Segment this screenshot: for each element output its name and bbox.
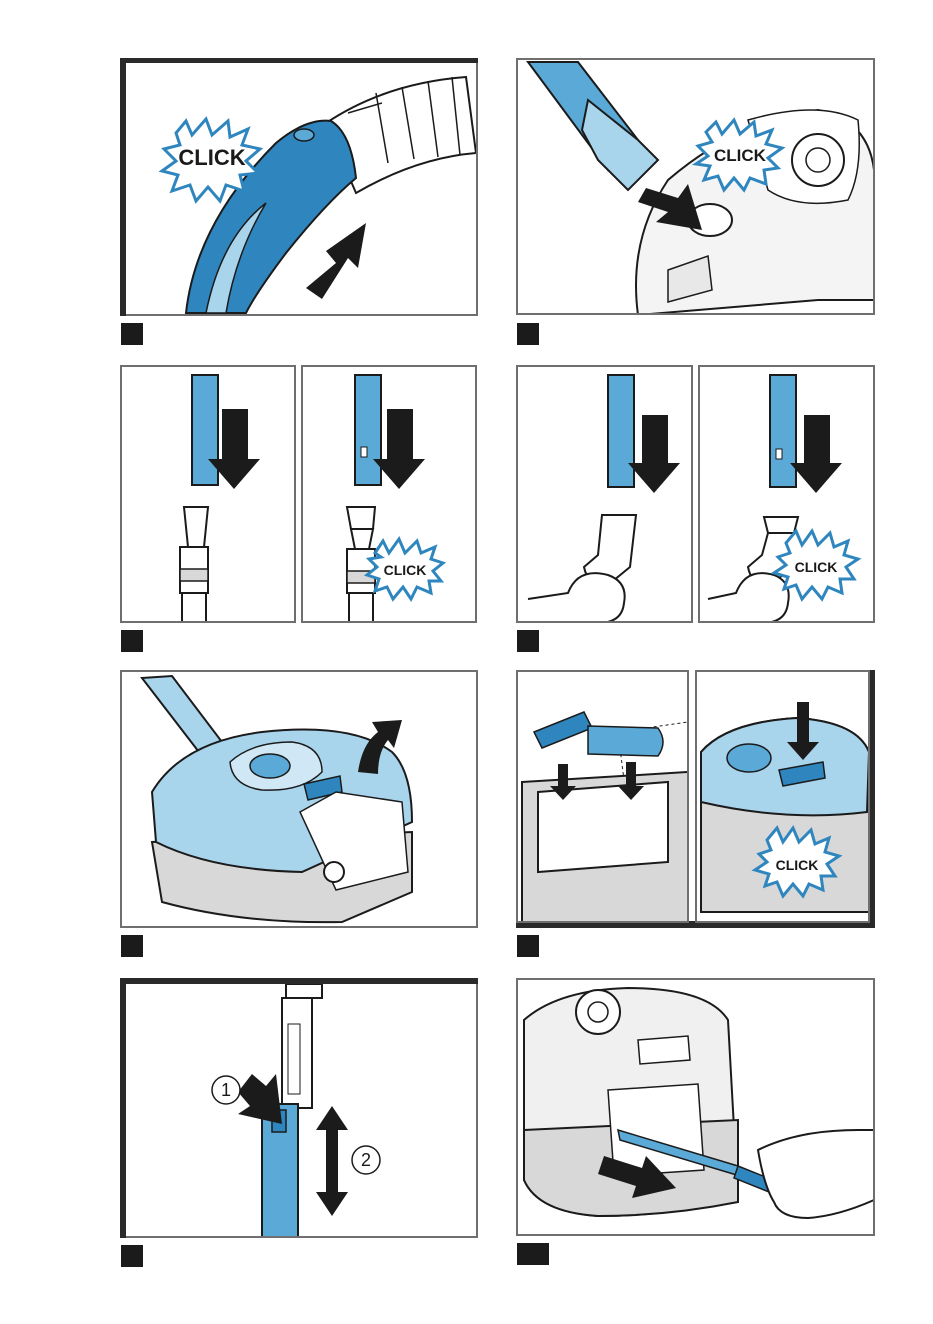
insert-brush-illustration: [518, 672, 689, 923]
panel-tube-handle-a: [120, 365, 296, 623]
panel-open-lid: [120, 670, 478, 928]
hand-icon: [758, 1130, 874, 1218]
hand-icon: [528, 573, 625, 623]
step-number-box: [517, 630, 539, 652]
click-label: CLICK: [384, 562, 427, 578]
click-label: CLICK: [714, 146, 767, 165]
step-number-box: [517, 935, 539, 957]
tube-icon: [770, 375, 796, 487]
open-lid-illustration: [122, 672, 478, 928]
panel-tube-nozzle-b: CLICK: [698, 365, 875, 623]
tube-handle-illustration: [122, 367, 296, 623]
panel-tube-handle-b: CLICK: [301, 365, 477, 623]
panel-insert-brush-a: [516, 670, 689, 923]
arrow-icon: [306, 223, 366, 299]
panel-tube-nozzle-a: [516, 365, 693, 623]
arrow-icon: [316, 1106, 348, 1216]
click-label: CLICK: [776, 857, 819, 873]
callout-one-label: 1: [221, 1080, 231, 1100]
hose-handle-illustration: CLICK: [126, 63, 478, 316]
arrow-icon: [628, 415, 680, 493]
panel-telescopic-tube: 1 2: [126, 984, 478, 1238]
tube-icon: [192, 375, 218, 485]
close-lid-click-illustration: CLICK: [697, 672, 870, 923]
hose-vacuum-illustration: CLICK: [518, 60, 875, 315]
tube-nozzle-click-illustration: CLICK: [700, 367, 875, 623]
tube-icon: [608, 375, 634, 487]
arrow-icon: [790, 415, 842, 493]
brush-icon: [534, 712, 592, 748]
callout-two-label: 2: [361, 1150, 371, 1170]
tube-handle-click-illustration: CLICK: [303, 367, 477, 623]
telescopic-tube-illustration: 1 2: [126, 984, 478, 1238]
step-number-box: [121, 323, 143, 345]
step-number-box: [121, 630, 143, 652]
panel-hose-vacuum: CLICK: [516, 58, 875, 315]
step-number-box: [517, 1243, 549, 1265]
panel-clean-brush: [516, 978, 875, 1236]
panel-hose-handle: CLICK: [126, 63, 478, 316]
click-label: CLICK: [178, 145, 245, 170]
step-number-box: [121, 935, 143, 957]
hand-icon: [708, 573, 789, 623]
tube-nozzle-illustration: [518, 367, 693, 623]
panel-insert-brush-b: CLICK: [695, 670, 870, 923]
click-label: CLICK: [795, 559, 838, 575]
step-number-box: [121, 1245, 143, 1267]
arrow-icon: [238, 1074, 282, 1124]
tube-icon: [355, 375, 381, 485]
clean-brush-illustration: [518, 980, 875, 1236]
step-number-box: [517, 323, 539, 345]
